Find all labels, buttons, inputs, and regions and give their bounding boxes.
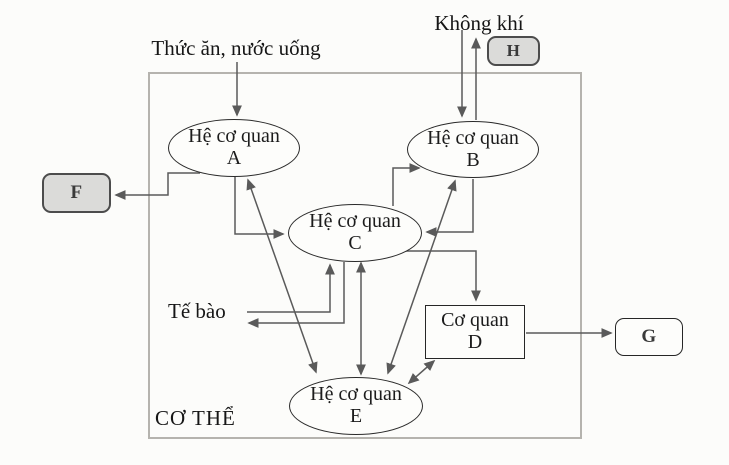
organ-d-node: Cơ quan D: [425, 305, 525, 359]
air-label: Không khí: [434, 11, 524, 35]
box-h-letter: H: [506, 40, 521, 60]
arrow-c-to-cells: [247, 262, 345, 328]
system-a-title: Hệ cơ quan: [188, 125, 280, 148]
system-b-title: Hệ cơ quan: [427, 126, 519, 149]
food-water-label: Thức ăn, nước uống: [151, 36, 321, 60]
box-f: F: [42, 173, 111, 213]
arrow-a-to-f: [114, 172, 200, 200]
system-e-letter: E: [349, 405, 363, 427]
system-c-title: Hệ cơ quan: [309, 210, 401, 233]
box-h: H: [487, 36, 540, 66]
system-e-node: Hệ cơ quan E: [289, 377, 423, 435]
system-c-node: Hệ cơ quan C: [288, 204, 422, 262]
cells-label: Tế bào: [168, 299, 226, 323]
body-label: CƠ THỂ: [155, 406, 236, 430]
arrow-cells-to-c: [247, 263, 335, 313]
system-c-letter: C: [348, 232, 362, 254]
organ-d-letter: D: [467, 331, 483, 353]
arrow-c-to-d: [402, 250, 481, 302]
system-b-letter: B: [466, 148, 480, 171]
arrow-a-e-two-way: [246, 178, 318, 374]
arrow-e-d-two-way: [407, 359, 436, 385]
arrow-b-to-c: [425, 179, 474, 237]
body-boundary-rect: [148, 72, 582, 439]
organ-d-title: Cơ quan: [441, 309, 509, 332]
arrow-e-b-two-way: [386, 179, 457, 375]
system-e-title: Hệ cơ quan: [310, 383, 402, 406]
box-f-letter: F: [70, 181, 83, 203]
box-g-letter: G: [641, 325, 657, 347]
system-b-node: Hệ cơ quan B: [407, 121, 539, 178]
arrow-c-to-b: [392, 163, 421, 206]
system-a-letter: A: [226, 147, 242, 169]
system-a-node: Hệ cơ quan A: [168, 119, 300, 177]
box-g: G: [615, 318, 683, 356]
arrow-a-to-c: [234, 177, 285, 239]
